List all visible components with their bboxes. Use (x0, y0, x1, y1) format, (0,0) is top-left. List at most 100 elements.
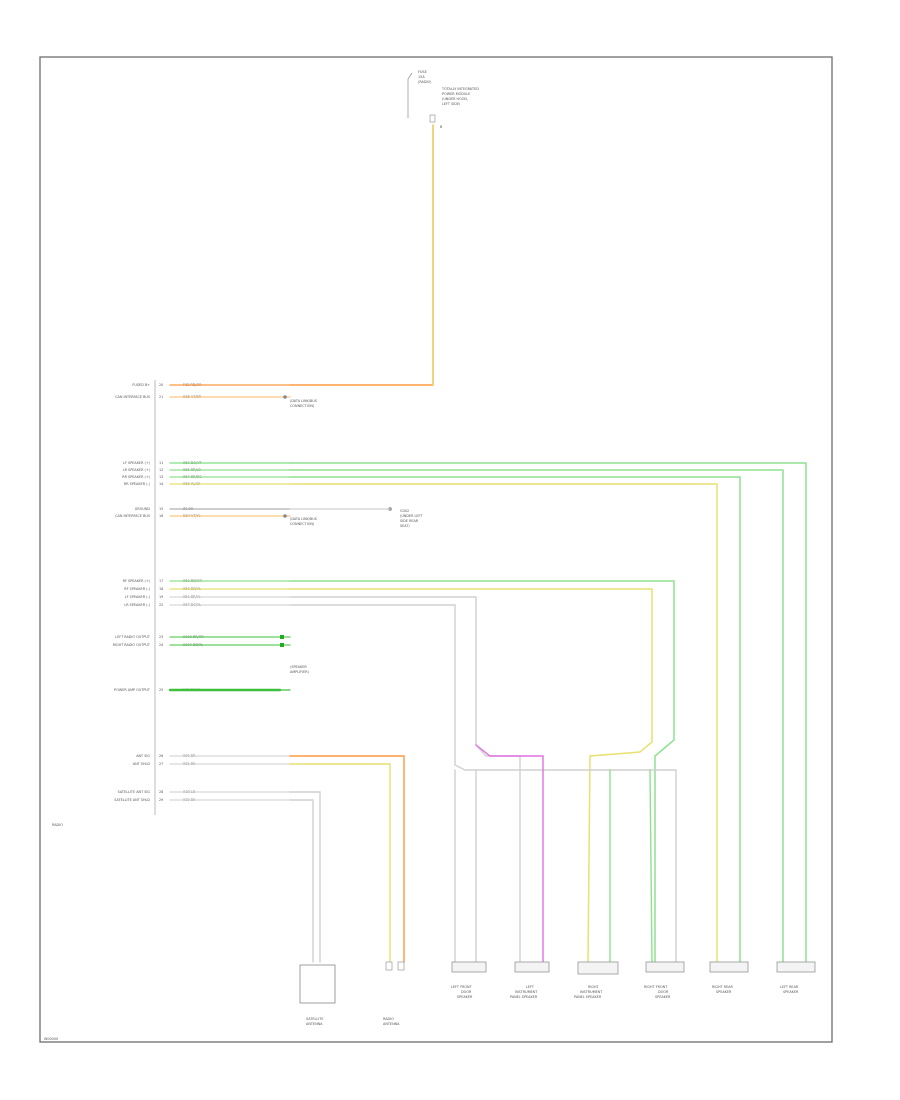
lr-speaker-neg-wire (289, 604, 677, 963)
pin-label: CAN INTERFACE BUS (115, 514, 150, 518)
page-code: W00000 (44, 1037, 58, 1041)
ref-2-line-1: (UNDER LEFT (400, 514, 423, 518)
pin-label: RF SPEAKER (+) (123, 579, 151, 583)
reference-arrow (283, 395, 287, 399)
fuse-feed-wire (289, 124, 434, 386)
l-ip-speaker-label-0: LEFT (526, 985, 535, 989)
ref-3-line-0: (SPEAKER (290, 665, 307, 669)
fuse-desc-1: POWER MODULE (442, 92, 470, 96)
ref-1-line-1: CONNECTION) (290, 522, 315, 526)
rf-door-speaker-label-0: RIGHT FRONT (644, 985, 668, 989)
rf-speaker-pos-wire (289, 580, 675, 963)
lf-door-speaker-label-1: DOOR (461, 990, 472, 994)
left-rear-speaker: LEFT REAR SPEAKER (776, 961, 816, 994)
pin-label: POWER AMP OUTPUT (114, 688, 151, 692)
reference-arrow (283, 514, 287, 518)
pin-label: ANT SIG (136, 754, 150, 758)
pin-label: SATELLITE ANT SHLD (114, 798, 150, 802)
ref-2-line-3: SEAT) (400, 524, 410, 528)
lr-speaker-label-1: SPEAKER (783, 990, 799, 994)
ant-shld-wire (289, 763, 391, 963)
pin-label: LR SPEAKER (+) (123, 468, 151, 472)
radio-antenna-label-1: ANTENNA (383, 1022, 400, 1026)
component-list: SATELLITE ANTENNA RADIO ANTENNA LEFT FRO… (299, 961, 816, 1026)
pin-number: 11 (159, 461, 163, 465)
rr-speaker-neg-wire (289, 483, 718, 963)
lf-door-speaker-label-2: SPEAKER (457, 995, 473, 999)
l-ip-speaker-label-1: INSTRUMENT (515, 990, 538, 994)
satellite-antenna: SATELLITE ANTENNA (299, 964, 336, 1026)
lr-speaker-pos-wire (289, 469, 784, 963)
pin-number: 13 (159, 475, 163, 479)
pin-number: 12 (159, 468, 163, 472)
pin-number: 17 (159, 579, 163, 583)
rr-speaker-label-1: SPEAKER (716, 990, 732, 994)
ref-1-line-0: (DATA LINK/BUS (290, 517, 317, 521)
ref-0-line-0: (DATA LINK/BUS (290, 399, 317, 403)
rr-speaker-label-0: RIGHT REAR (712, 985, 733, 989)
lf-speaker-pos-wire (289, 462, 807, 963)
pin-label: CAN INTERFACE BUS (115, 395, 150, 399)
pin-number: 26 (159, 754, 163, 758)
pin-number: 29 (159, 798, 163, 802)
ant-sig-wire (289, 755, 405, 963)
pin-number: 19 (159, 595, 163, 599)
pin-number: 18 (159, 587, 163, 591)
ref-2-line-0: G302 (400, 509, 409, 513)
left-front-door-speaker: LEFT FRONT DOOR SPEAKER (451, 961, 487, 999)
pin-label: RR SPEAKER (+) (122, 475, 150, 479)
r-ip-speaker-label-1: INSTRUMENT (580, 990, 603, 994)
satellite-antenna-label-0: SATELLITE (306, 1017, 323, 1021)
rr-speaker-pos-wire (289, 476, 741, 963)
left-instrument-panel-speaker: LEFT INSTRUMENT PANEL SPEAKER (510, 961, 550, 999)
reference-notes: (DATA LINK/BUS CONNECTION) (DATA LINK/BU… (290, 399, 423, 674)
pin-number: 23 (159, 635, 163, 639)
radio-module-name: RADIO (52, 823, 63, 827)
satellite-antenna-label-1: ANTENNA (306, 1022, 323, 1026)
ref-2-line-2: SIDE REAR (400, 519, 419, 523)
sat-ant-sig-wire (289, 791, 321, 963)
pin-label: LF SPEAKER (+) (123, 461, 151, 465)
fuse-line-1: 15A (418, 75, 425, 79)
pin-label: SATELLITE ANT SIG (118, 790, 151, 794)
pin-number: 15 (159, 507, 163, 511)
pin-label: FUSED B+ (132, 383, 150, 387)
fuse-cavity: B (440, 125, 443, 129)
pin-label: LR SPEAKER (-) (124, 603, 150, 607)
radio-antenna: RADIO ANTENNA (383, 961, 405, 1026)
pin-label: ANT SHLD (133, 762, 151, 766)
lf-speaker-neg-wire (289, 596, 521, 963)
pin-label: RIGHT RADIO OUTPUT (113, 643, 151, 647)
pin-number: 24 (159, 643, 163, 647)
fuse-block: FUSE 15A (RADIO) TOTALLY INTEGRATED POWE… (407, 70, 479, 129)
pin-label: GROUND (135, 507, 151, 511)
pin-number: 28 (159, 790, 163, 794)
fuse-line-2: (RADIO) (418, 80, 432, 84)
rf-speaker-neg-wire (289, 588, 653, 963)
r-ip-speaker-label-0: RIGHT (588, 985, 600, 989)
pin-number: 20 (159, 383, 163, 387)
r-ip-speaker-label-2: PANEL SPEAKER (574, 995, 602, 999)
fuse-line-0: FUSE (418, 70, 427, 74)
lr-speaker-label-0: LEFT REAR (780, 985, 799, 989)
diagram-border (39, 56, 833, 1043)
wire-routing (168, 124, 807, 963)
fuse-desc-3: LEFT SIDE) (442, 102, 461, 106)
pin-label: LF SPEAKER (-) (125, 595, 151, 599)
right-instrument-panel-speaker: RIGHT INSTRUMENT PANEL SPEAKER (574, 961, 619, 999)
pin-number: 14 (159, 482, 163, 486)
rf-door-speaker-label-1: DOOR (658, 990, 669, 994)
rf-door-speaker-label-2: SPEAKER (655, 995, 671, 999)
rf-door-wire (649, 769, 653, 963)
radio-connector: RADIO (52, 380, 156, 827)
ref-0-line-1: CONNECTION) (290, 404, 315, 408)
pin-number: 27 (159, 762, 163, 766)
lf-door-speaker-label-0: LEFT FRONT (451, 985, 473, 989)
fuse-desc-2: (UNDER HOOD, (442, 97, 468, 101)
fuse-desc-0: TOTALLY INTEGRATED (441, 87, 479, 91)
pin-number: 22 (159, 603, 163, 607)
pin-label: RF SPEAKER (-) (124, 587, 150, 591)
pin-number: 21 (159, 395, 163, 399)
ref-3-line-1: AMPLIFIER) (290, 670, 310, 674)
